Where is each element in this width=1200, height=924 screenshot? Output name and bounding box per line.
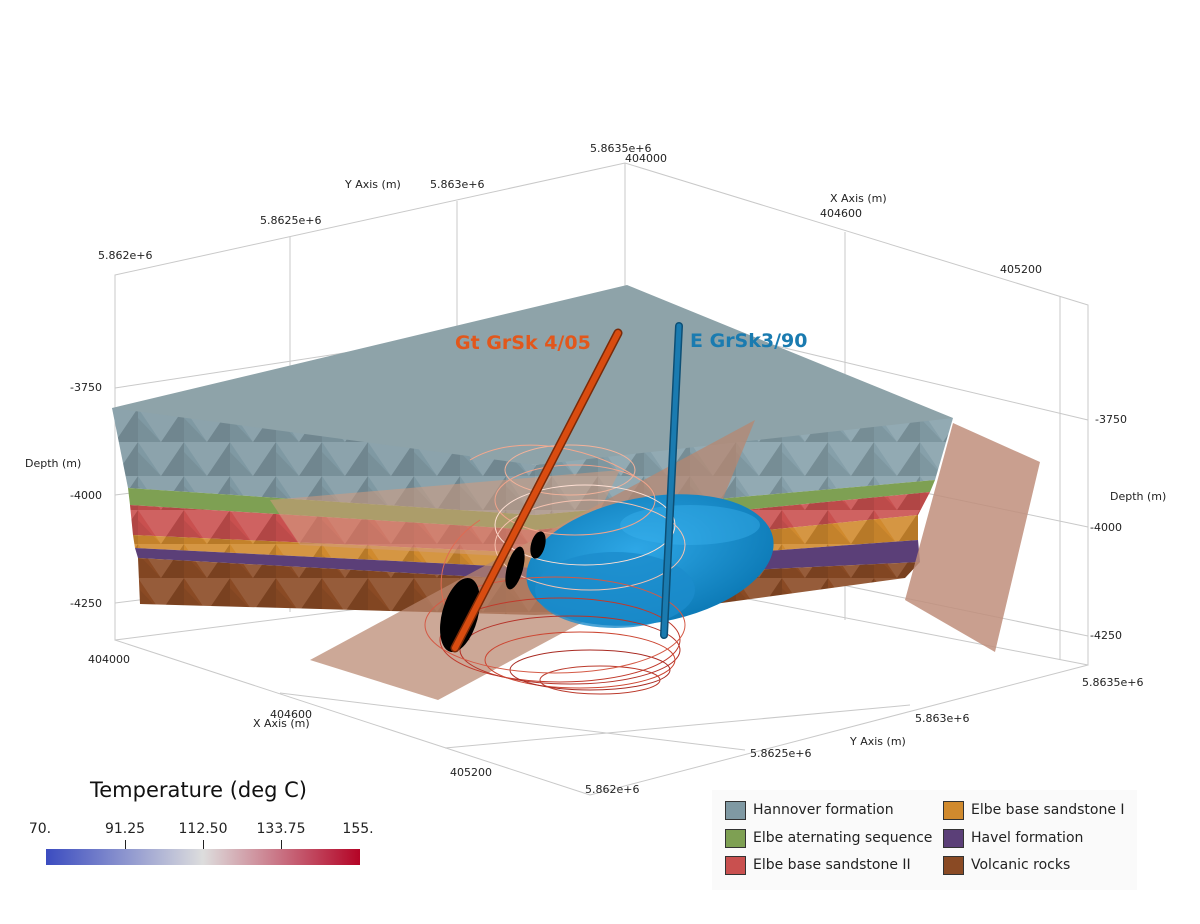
well-e-grsk3-90[interactable]: [660, 322, 683, 639]
legend-item: Elbe base sandstone II: [725, 853, 911, 877]
top-surface: [112, 285, 953, 465]
colorbar-gradient: [46, 849, 360, 865]
depth-tick-left-2: -4250: [70, 597, 102, 610]
well-gt-grsk-4-05[interactable]: [450, 328, 623, 653]
legend-label: Volcanic rocks: [971, 857, 1071, 873]
x-axis-title-top: X Axis (m): [830, 192, 887, 205]
y-tick-bottom-3: 5.8635e+6: [1082, 676, 1143, 689]
colorbar-tick-4: 155.: [342, 821, 374, 837]
legend-swatch: [725, 800, 746, 820]
temperature-colorbar: Temperature (deg C) 70. 91.25 112.50 133…: [28, 778, 390, 878]
x-tick-bottom-1: 404600: [270, 708, 312, 721]
legend-item: Elbe aternating sequence: [725, 826, 932, 850]
legend-item: Elbe base sandstone I: [943, 798, 1125, 822]
colorbar-tick-0: 70.: [28, 821, 52, 837]
depth-title-left: Depth (m): [25, 457, 81, 470]
well-disc-1: [440, 578, 480, 652]
legend-swatch: [725, 828, 746, 848]
depth-tick-right-1: -4000: [1090, 521, 1122, 534]
depth-tick-left-0: -3750: [70, 381, 102, 394]
legend-label: Elbe aternating sequence: [753, 830, 933, 846]
colorbar-tick-1: 91.25: [104, 821, 146, 837]
well-label-e-grsk: E GrSk3/90: [690, 330, 807, 352]
legend-swatch: [725, 855, 746, 875]
x-tick-bottom-2: 405200: [450, 766, 492, 779]
x-axis-title-bottom: X Axis (m): [253, 717, 310, 730]
y-tick-top-3: 5.8635e+6: [590, 142, 651, 155]
colorbar-tick-3: 133.75: [256, 821, 306, 837]
legend-swatch: [943, 828, 964, 848]
legend-label: Hannover formation: [753, 802, 894, 818]
colorbar-tickmark: [281, 840, 282, 854]
x-tick-top-1: 404600: [820, 207, 862, 220]
colorbar-title: Temperature (deg C): [90, 778, 308, 802]
temperature-streamlines: [424, 444, 686, 695]
well-label-gt-grsk: Gt GrSk 4/05: [455, 332, 591, 354]
legend-item: Hannover formation: [725, 798, 894, 822]
legend-item: Volcanic rocks: [943, 853, 1070, 877]
colorbar-tick-2: 112.50: [178, 821, 228, 837]
y-axis-title-bottom: Y Axis (m): [849, 735, 906, 748]
y-tick-top-0: 5.862e+6: [98, 249, 152, 262]
formation-legend: Hannover formation Elbe base sandstone I E…: [712, 790, 1137, 890]
y-tick-top-1: 5.8625e+6: [260, 214, 321, 227]
y-axis-title-top: Y Axis (m): [344, 178, 401, 191]
legend-label: Havel formation: [971, 830, 1084, 846]
x-tick-top-0: 404000: [625, 152, 667, 165]
legend-label: Elbe base sandstone I: [971, 802, 1125, 818]
y-tick-bottom-2: 5.863e+6: [915, 712, 969, 725]
colorbar-tickmark: [203, 840, 204, 854]
y-tick-top-2: 5.863e+6: [430, 178, 484, 191]
legend-item: Havel formation: [943, 826, 1083, 850]
legend-swatch: [943, 800, 964, 820]
reservoir-body: [526, 494, 774, 628]
x-tick-bottom-0: 404000: [88, 653, 130, 666]
y-tick-bottom-1: 5.8625e+6: [750, 747, 811, 760]
x-tick-top-2: 405200: [1000, 263, 1042, 276]
axis-labels: Y Axis (m) 5.862e+6 5.8625e+6 5.863e+6 5…: [25, 142, 1166, 796]
legend-swatch: [943, 855, 964, 875]
depth-tick-right-0: -3750: [1095, 413, 1127, 426]
depth-title-right: Depth (m): [1110, 490, 1166, 503]
depth-tick-left-1: -4000: [70, 489, 102, 502]
colorbar-tickmark: [125, 840, 126, 854]
fault-plane-right: [905, 423, 1040, 652]
depth-tick-right-2: -4250: [1090, 629, 1122, 642]
well-disc-2: [505, 546, 525, 590]
legend-label: Elbe base sandstone II: [753, 857, 911, 873]
y-tick-bottom-0: 5.862e+6: [585, 783, 639, 796]
well-disc-3: [530, 531, 546, 559]
